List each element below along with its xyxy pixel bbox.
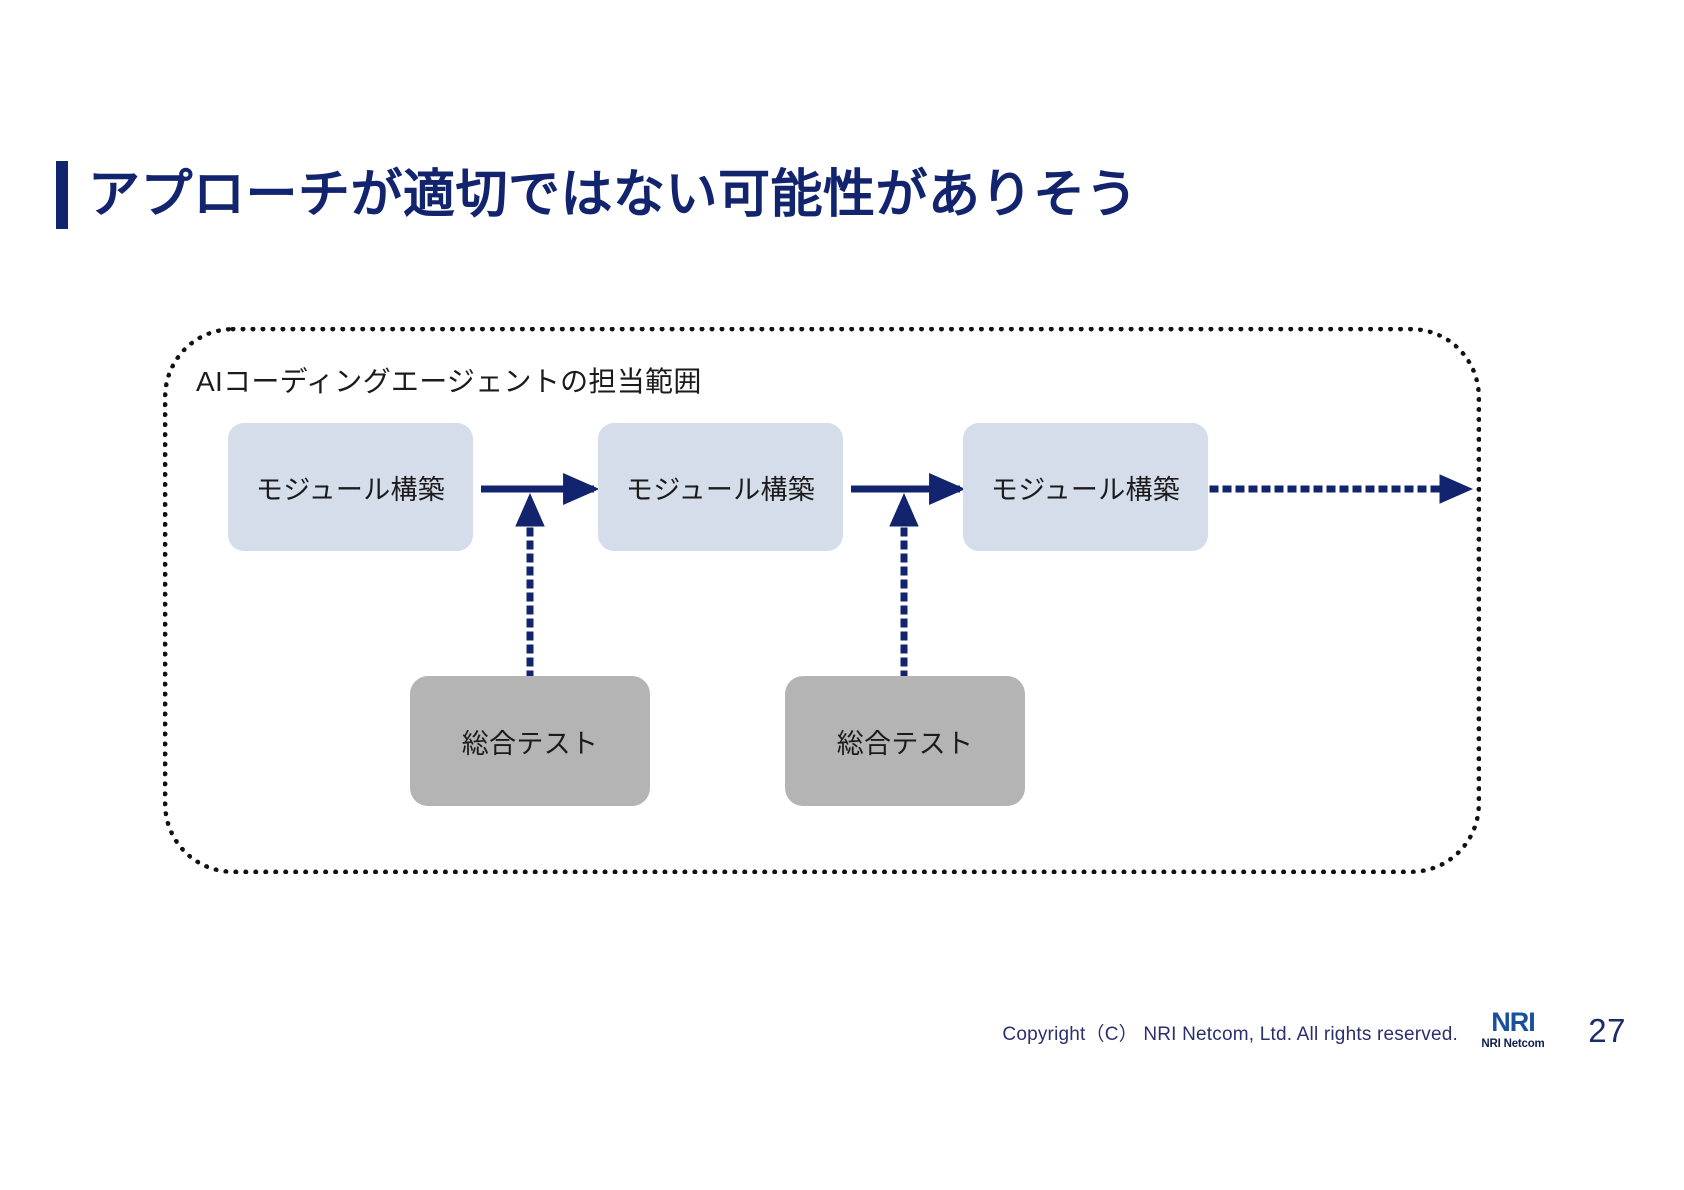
node-test-2[interactable]: 総合テスト bbox=[785, 676, 1025, 806]
node-module-3-label: モジュール構築 bbox=[990, 474, 1181, 505]
page-title-text: アプローチが適切ではない可能性がありそう bbox=[88, 166, 1139, 224]
copyright-text: Copyright（C） NRI Netcom, Ltd. All rights… bbox=[1002, 1024, 1458, 1045]
node-module-1-label: モジュール構築 bbox=[255, 474, 446, 505]
node-test-1-label: 総合テスト bbox=[461, 728, 599, 759]
slide-footer: Copyright（C） NRI Netcom, Ltd. All rights… bbox=[0, 1006, 1684, 1066]
nri-netcom-logo: NRI NRI Netcom bbox=[1470, 1009, 1556, 1051]
node-module-1[interactable]: モジュール構築 bbox=[228, 423, 473, 551]
scope-label: AIコーディングエージェントの担当範囲 bbox=[196, 366, 702, 397]
page-number: 27 bbox=[1588, 1012, 1626, 1049]
title-accent-bar bbox=[56, 161, 68, 229]
nri-logo-mark: NRI bbox=[1491, 1007, 1536, 1037]
nri-logo-subtitle: NRI Netcom bbox=[1481, 1038, 1545, 1050]
node-test-1[interactable]: 総合テスト bbox=[410, 676, 650, 806]
node-module-2-label: モジュール構築 bbox=[625, 474, 816, 505]
scope-boundary bbox=[163, 327, 1481, 874]
page-title: アプローチが適切ではない可能性がありそう bbox=[56, 158, 1138, 232]
node-module-3[interactable]: モジュール構築 bbox=[963, 423, 1208, 551]
node-test-2-label: 総合テスト bbox=[836, 728, 974, 759]
node-module-2[interactable]: モジュール構築 bbox=[598, 423, 843, 551]
